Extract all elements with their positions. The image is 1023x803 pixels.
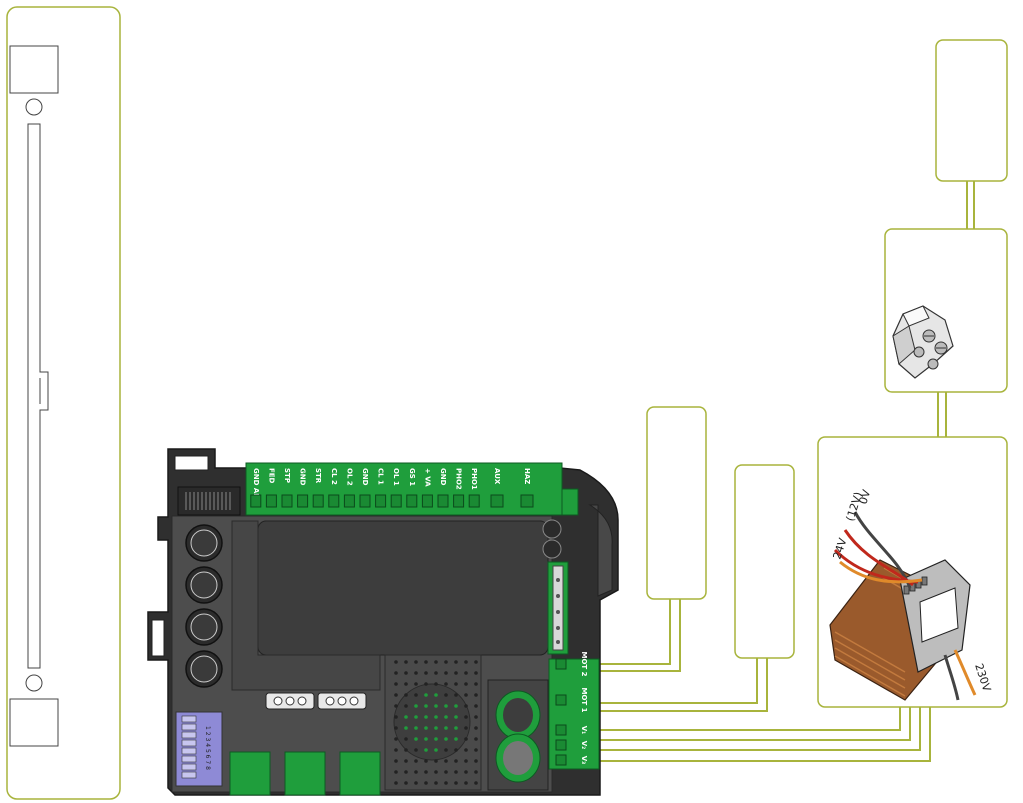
connection-wires <box>600 599 931 762</box>
motor-1-box <box>734 464 795 659</box>
top-terminal-screw[interactable] <box>421 494 433 508</box>
top-terminal-screw[interactable] <box>281 494 293 508</box>
side-terminal-screw[interactable] <box>555 694 567 706</box>
side-terminal-label: V₁ <box>580 726 588 734</box>
label-0v: 0V <box>856 488 873 506</box>
top-terminal-screw[interactable] <box>312 494 324 508</box>
top-terminal-label: PHO1 <box>470 468 478 490</box>
top-terminal-label: CL 2 <box>330 468 338 485</box>
top-terminal-label: STP <box>283 468 291 483</box>
side-terminal-screw[interactable] <box>555 658 567 670</box>
top-terminal-label: PHO2 <box>455 468 463 490</box>
top-terminal-screw[interactable] <box>359 494 371 508</box>
side-terminal-strip <box>548 658 600 770</box>
motor-2-box <box>646 406 707 600</box>
top-bracket <box>9 45 59 94</box>
top-terminal-label: GND ANT <box>252 468 260 504</box>
bottom-bracket <box>9 698 59 747</box>
top-terminal-label: CL 1 <box>377 468 385 485</box>
top-terminal-label: HAZ <box>523 468 531 484</box>
label-24v: 24V <box>830 536 849 561</box>
top-terminal-screw[interactable] <box>343 494 355 508</box>
top-terminal-screw[interactable] <box>490 494 504 508</box>
top-terminal-label: GND <box>439 468 447 486</box>
dip-switch-numbers: 1 2 3 4 5 6 7 8 <box>204 726 211 770</box>
top-terminal-screw[interactable] <box>297 494 309 508</box>
top-terminal-label: OL 1 <box>392 468 400 486</box>
top-terminal-screw[interactable] <box>328 494 340 508</box>
top-terminal-label: GND <box>361 468 369 486</box>
gate-panel-outline <box>6 6 121 800</box>
top-right-box <box>935 39 1008 182</box>
top-terminal-screw[interactable] <box>453 494 465 508</box>
top-terminal-screw[interactable] <box>250 494 262 508</box>
top-terminal-strip <box>245 462 563 516</box>
side-terminal-screw[interactable] <box>555 724 567 736</box>
top-terminal-label: STR <box>314 468 322 484</box>
top-terminal-screw[interactable] <box>520 494 534 508</box>
top-terminal-screw[interactable] <box>375 494 387 508</box>
side-terminal-label: MOT 2 <box>580 652 588 677</box>
display-area <box>257 520 549 656</box>
control-board: GND ANT FED STP GND STR CL 2 OL 2 GND CL 1 OL 1 GS… <box>147 448 619 796</box>
transformer-icon <box>829 511 977 701</box>
top-terminal-label: GS 1 <box>408 468 416 486</box>
bottom-pulley <box>25 674 43 692</box>
top-terminal-label: GND <box>299 468 307 486</box>
top-terminal-screw[interactable] <box>265 494 277 508</box>
screw-terminal-icon <box>892 305 954 379</box>
top-terminal-label: + VA <box>423 468 431 487</box>
top-terminal-screw[interactable] <box>390 494 402 508</box>
gate-panel <box>6 6 121 800</box>
push-buttons <box>185 524 223 688</box>
top-terminal-label: AUX <box>493 468 501 485</box>
top-pulley <box>25 98 43 116</box>
side-terminal-label: V₃ <box>580 756 588 764</box>
rail <box>27 123 49 669</box>
side-terminal-screw[interactable] <box>555 754 567 766</box>
side-terminal-label: V₂ <box>580 741 588 749</box>
top-terminal-screw[interactable] <box>437 494 449 508</box>
side-terminal-label: MOT 1 <box>580 688 588 713</box>
top-terminal-label: FED <box>267 468 275 484</box>
top-terminal-screw[interactable] <box>406 494 418 508</box>
top-terminal-screw[interactable] <box>468 494 480 508</box>
top-terminal-label: OL 2 <box>345 468 353 486</box>
side-terminal-screw[interactable] <box>555 739 567 751</box>
